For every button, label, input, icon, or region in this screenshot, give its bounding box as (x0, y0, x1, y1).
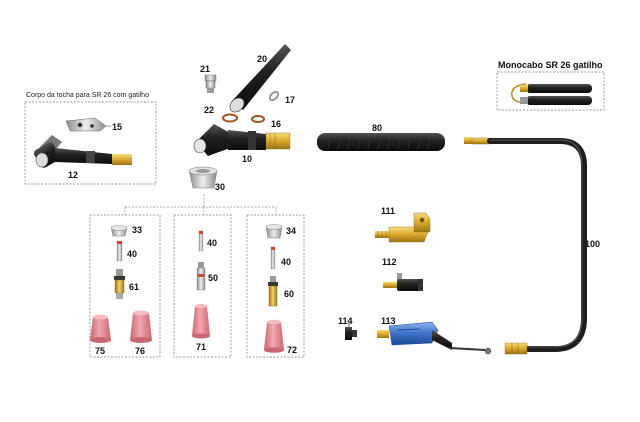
label-50: 50 (208, 273, 218, 283)
torch-body-frame (24, 101, 157, 185)
torch-head-10 (193, 124, 291, 156)
gas-adapter-111 (375, 212, 431, 243)
nozzle-71 (192, 304, 210, 339)
electrode-40-right (270, 246, 276, 270)
monocable-caption: Monocabo SR 26 gatilho (498, 60, 603, 70)
label-112: 112 (382, 257, 397, 267)
nozzle-72 (264, 319, 284, 353)
plug-114 (345, 323, 357, 340)
monocable-frame (496, 71, 605, 111)
label-76: 76 (135, 346, 145, 356)
monocable-thumbnail (511, 83, 592, 105)
label-34: 34 (286, 226, 296, 236)
label-40-right: 40 (281, 257, 291, 267)
collet-body-61 (114, 269, 125, 299)
label-22: 22 (204, 105, 214, 115)
kit-frame-right (246, 214, 305, 358)
nozzle-76 (130, 310, 152, 343)
label-111: 111 (381, 206, 395, 216)
label-75: 75 (95, 346, 105, 356)
kit-connector-lines (124, 194, 277, 215)
label-21: 21 (200, 64, 210, 74)
label-61: 61 (129, 282, 139, 292)
electrode-40-middle (198, 230, 204, 252)
collet-50 (196, 262, 206, 291)
handle-113 (377, 321, 492, 355)
monocable-100 (464, 137, 587, 355)
o-ring-22 (222, 113, 238, 123)
label-100: 100 (585, 239, 600, 249)
label-10: 10 (242, 154, 252, 164)
ring-17 (268, 90, 280, 102)
label-20: 20 (257, 54, 267, 64)
torch-body-12 (33, 135, 132, 168)
label-17: 17 (285, 95, 295, 105)
electrode-40-left (116, 240, 123, 262)
torch-body-caption: Corpo da tocha para SR 26 com gatilho (26, 92, 149, 99)
adapter-112 (383, 273, 423, 291)
collet-body-60 (268, 276, 278, 307)
label-16: 16 (271, 119, 281, 129)
label-30: 30 (215, 182, 225, 192)
label-15: 15 (112, 122, 122, 132)
back-cap-20 (229, 44, 291, 113)
label-71: 71 (196, 342, 206, 352)
nozzle-75 (90, 314, 111, 343)
hose-cover-80 (317, 133, 445, 151)
label-60: 60 (284, 289, 294, 299)
label-40-left: 40 (127, 249, 137, 259)
label-80: 80 (372, 123, 382, 133)
kit-frame-middle (173, 214, 232, 358)
label-40-middle: 40 (207, 238, 217, 248)
o-ring-16 (251, 115, 265, 123)
gas-lens-33 (110, 225, 128, 237)
gas-lens-34 (265, 224, 283, 239)
label-12: 12 (68, 170, 78, 180)
label-33: 33 (132, 225, 142, 235)
torch-switch-15 (65, 117, 111, 132)
heat-shield-30 (188, 166, 218, 189)
label-113: 113 (381, 316, 396, 326)
collet-body-21 (204, 74, 217, 93)
label-114: 114 (338, 316, 353, 326)
label-72: 72 (287, 345, 297, 355)
